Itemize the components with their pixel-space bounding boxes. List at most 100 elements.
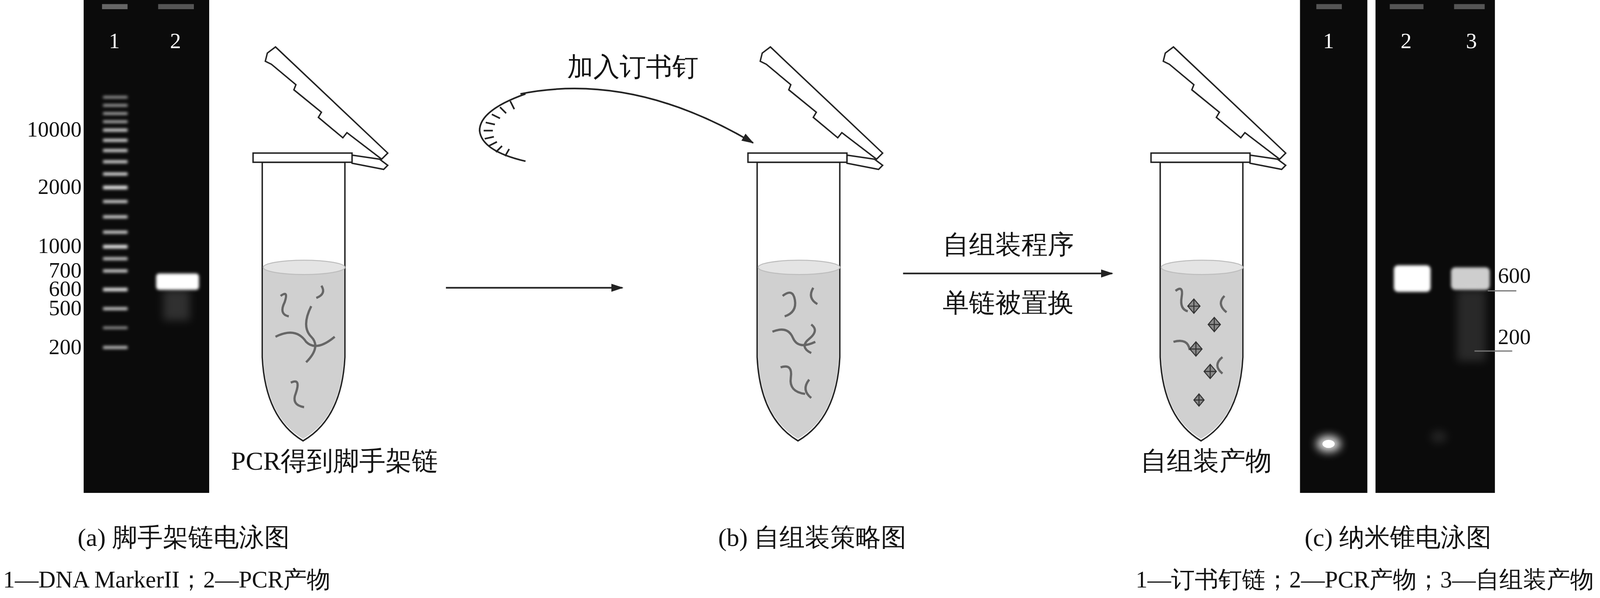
art-part bbox=[805, 379, 812, 398]
art-part bbox=[1451, 267, 1491, 290]
art-part bbox=[1193, 393, 1204, 407]
art-part bbox=[102, 215, 128, 219]
art-part bbox=[102, 112, 128, 115]
art-part bbox=[305, 305, 316, 362]
art-part bbox=[1217, 357, 1223, 374]
art-part bbox=[252, 46, 388, 441]
art-part bbox=[102, 287, 128, 292]
art-part bbox=[1430, 430, 1447, 443]
art-part bbox=[102, 138, 128, 142]
art-part bbox=[780, 366, 806, 394]
art-part bbox=[445, 286, 623, 289]
art-part bbox=[102, 172, 128, 176]
step-label: 加入订书钉 bbox=[567, 52, 699, 83]
art-part bbox=[1389, 3, 1424, 10]
size-marker: 500 bbox=[49, 295, 82, 321]
step-label: 自组装程序 bbox=[942, 229, 1074, 260]
art-part bbox=[102, 244, 128, 249]
tube-pcr bbox=[252, 46, 388, 441]
art-part bbox=[280, 293, 289, 316]
art-part bbox=[83, 0, 210, 493]
art-part bbox=[102, 128, 128, 132]
art-part bbox=[291, 381, 305, 408]
art-part bbox=[1189, 341, 1203, 357]
art-part bbox=[1474, 350, 1513, 352]
art-part bbox=[102, 104, 128, 107]
gel-image bbox=[1300, 0, 1495, 493]
art-part bbox=[1173, 288, 1227, 374]
art-part bbox=[316, 285, 324, 299]
size-marker: 200 bbox=[1498, 324, 1531, 350]
art-part bbox=[747, 46, 883, 441]
panel-caption: (c) 纳米锥电泳图 bbox=[1304, 522, 1492, 553]
art-part bbox=[102, 345, 128, 349]
art-part bbox=[102, 95, 128, 99]
art-part bbox=[102, 256, 128, 260]
size-marker: 1000 bbox=[38, 233, 82, 259]
art-part bbox=[102, 160, 128, 164]
art-part bbox=[1175, 288, 1188, 312]
art-part bbox=[156, 273, 200, 290]
art-part bbox=[102, 148, 128, 152]
art-part bbox=[102, 269, 128, 273]
size-marker: 10000 bbox=[27, 116, 82, 143]
art-part bbox=[102, 120, 128, 123]
size-marker: 600 bbox=[1498, 263, 1531, 289]
art-part bbox=[163, 289, 190, 321]
art-part bbox=[102, 200, 128, 204]
art-part bbox=[1187, 298, 1200, 314]
art-part bbox=[275, 285, 335, 408]
tube-label: 自组装产物 bbox=[1140, 445, 1272, 477]
art-part bbox=[102, 230, 128, 234]
art-part bbox=[1187, 298, 1221, 407]
lane-number: 1 bbox=[108, 28, 120, 54]
art-part bbox=[479, 93, 526, 162]
art-part bbox=[1487, 290, 1517, 292]
art-part bbox=[804, 324, 815, 353]
lane-number: 2 bbox=[170, 28, 182, 54]
art-part bbox=[102, 307, 128, 311]
art-part bbox=[157, 3, 194, 10]
art-part bbox=[1316, 3, 1342, 10]
art-part bbox=[810, 287, 818, 304]
art-part bbox=[483, 101, 515, 157]
art-part bbox=[772, 287, 818, 398]
lane-number: 3 bbox=[1466, 28, 1478, 54]
tube-label: PCR得到脚手架链 bbox=[231, 445, 439, 477]
art-part bbox=[1221, 295, 1227, 313]
lane-number: 2 bbox=[1400, 28, 1412, 54]
legend-note: 1—DNA MarkerII；2—PCR产物 bbox=[3, 565, 331, 593]
art-part bbox=[1454, 3, 1485, 10]
art-part bbox=[782, 292, 796, 317]
art-part bbox=[102, 95, 128, 349]
art-part bbox=[102, 185, 128, 190]
tube-product bbox=[1150, 46, 1286, 441]
size-marker: 2000 bbox=[38, 174, 82, 200]
art-part bbox=[1203, 364, 1217, 379]
art-part bbox=[1208, 317, 1221, 332]
art-part bbox=[102, 326, 128, 330]
art-part bbox=[1393, 265, 1431, 292]
panel-caption: (b) 自组装策略图 bbox=[718, 522, 907, 553]
lane-number: 1 bbox=[1322, 28, 1334, 54]
gel-image bbox=[83, 0, 210, 493]
tube-mixture bbox=[747, 46, 883, 441]
art-part bbox=[1316, 435, 1341, 452]
art-part bbox=[1150, 46, 1286, 441]
art-part bbox=[1300, 0, 1368, 493]
legend-note: 1—订书钉链；2—PCR产物；3—自组装产物 bbox=[1135, 565, 1594, 593]
panel-caption: (a) 脚手架链电泳图 bbox=[77, 522, 290, 553]
art-part bbox=[101, 3, 128, 10]
art-part bbox=[902, 272, 1113, 275]
art-part bbox=[1375, 0, 1495, 493]
art-part bbox=[520, 88, 754, 143]
art-part bbox=[1322, 439, 1335, 449]
size-marker: 200 bbox=[49, 334, 82, 360]
step-label: 单链被置换 bbox=[942, 287, 1074, 319]
art-part bbox=[772, 329, 816, 345]
art-part bbox=[1173, 340, 1190, 351]
art-part bbox=[275, 332, 335, 346]
process-arrow bbox=[445, 88, 1113, 288]
